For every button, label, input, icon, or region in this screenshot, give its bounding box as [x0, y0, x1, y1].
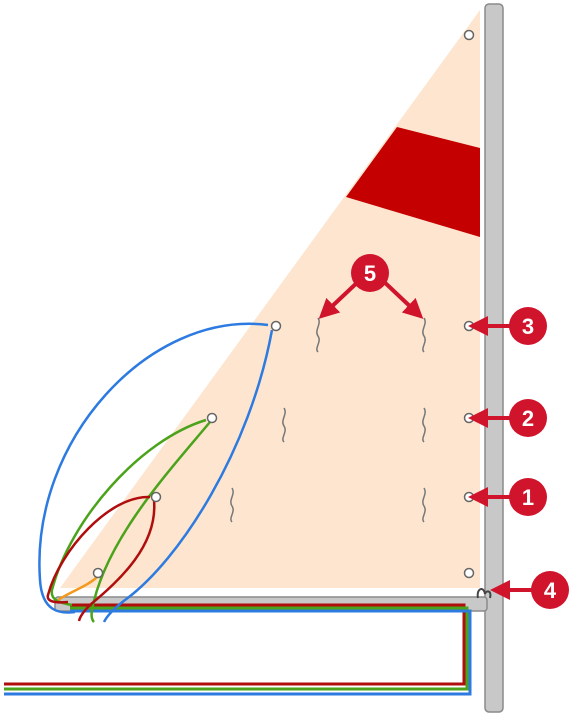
red-reef-line	[46, 495, 156, 622]
mast	[484, 3, 504, 713]
callout-label-4: 4	[544, 578, 557, 603]
callout-label-5: 5	[364, 261, 376, 286]
leech-reef-grommet-1-icon	[463, 491, 475, 503]
blue-line-run	[4, 609, 472, 696]
callout-label-2: 2	[522, 406, 534, 431]
luff-reef-grommet-1-icon	[150, 491, 162, 503]
reef-tie-icon	[422, 487, 426, 523]
orange-tack-line	[57, 575, 99, 602]
reef-tie-icon	[230, 487, 234, 523]
clew-grommet-icon	[463, 567, 475, 579]
callout-badge-3: 3	[509, 307, 547, 345]
leech-reef-grommet-2-icon	[463, 412, 475, 424]
callout-label-1: 1	[522, 485, 534, 510]
leech-reef-grommet-3-icon	[463, 320, 475, 332]
reef-line-runs	[4, 603, 472, 696]
reef-ties	[230, 317, 426, 523]
reef-tie-icon	[282, 407, 286, 443]
sail	[60, 10, 480, 588]
head-grommet-icon	[463, 29, 475, 41]
sail-band	[346, 127, 480, 237]
green-line-run	[4, 606, 469, 691]
callout-badge-5: 5	[351, 254, 389, 292]
tack-grommet-icon	[92, 567, 104, 579]
callout-badge-4: 4	[531, 571, 569, 609]
boom-hook-icon	[476, 588, 492, 599]
red-line-run	[4, 603, 466, 686]
blue-reef-line	[38, 322, 274, 623]
reef-tie-icon	[316, 317, 320, 353]
luff-reef-grommet-3-icon	[270, 320, 282, 332]
callout-label-3: 3	[522, 314, 534, 339]
luff-reef-grommet-2-icon	[206, 412, 218, 424]
arrow-5b	[378, 276, 424, 319]
callout-badge-1: 1	[509, 478, 547, 516]
reef-tie-icon	[422, 407, 426, 443]
reef-tie-icon	[422, 317, 426, 353]
callout-badge-2: 2	[509, 399, 547, 437]
